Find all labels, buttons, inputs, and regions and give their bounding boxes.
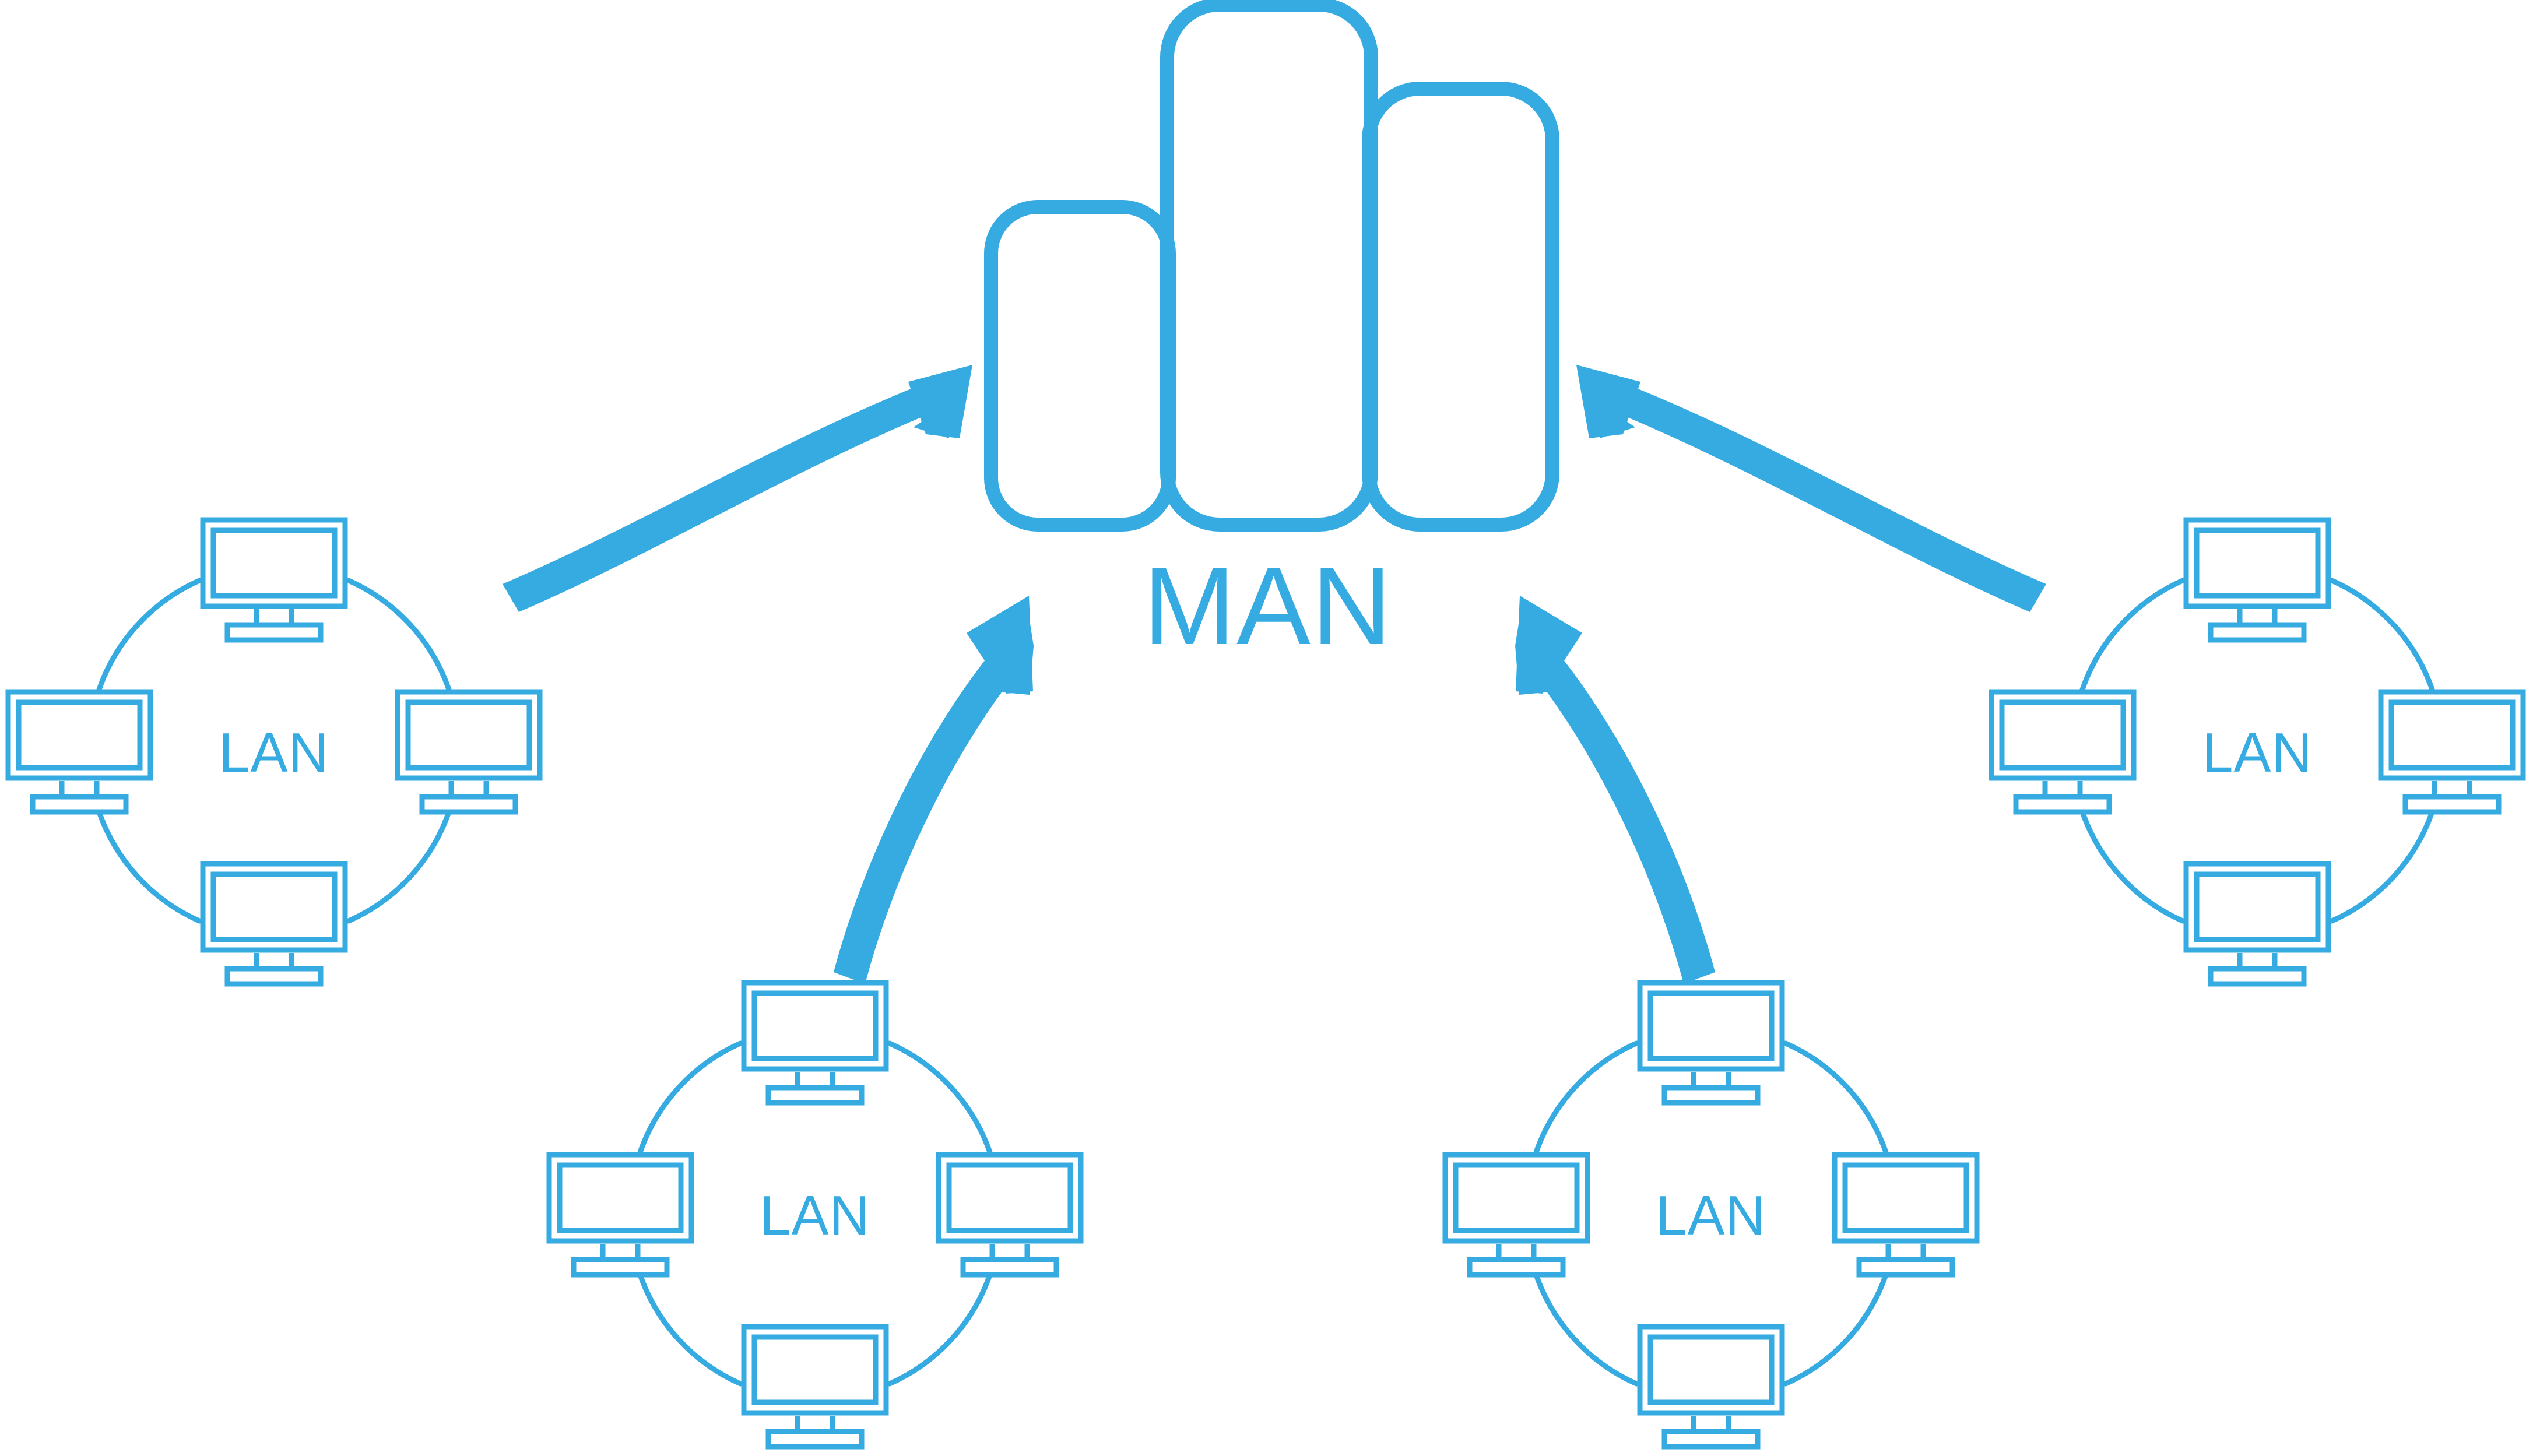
lan-label-bottom-left: LAN xyxy=(760,1184,870,1247)
lan-cluster-left: LAN xyxy=(8,520,540,984)
lan-cluster-bottom-right: LAN xyxy=(1445,983,1977,1447)
man-bar-tall-middle xyxy=(1160,0,1378,532)
man-bar-mid-right xyxy=(1362,82,1559,532)
lan-label-left: LAN xyxy=(219,722,329,784)
man-building-icon xyxy=(984,0,1559,532)
arrow-bottom-right-to-man xyxy=(1515,596,1715,984)
lan-cluster-right: LAN xyxy=(1991,520,2523,984)
lan-label-right: LAN xyxy=(2202,722,2313,784)
arrow-bottom-left-to-man xyxy=(834,596,1034,984)
man-hub: MAN xyxy=(984,0,1559,668)
arrow-left-to-man xyxy=(503,365,972,612)
man-bar-short-left xyxy=(984,200,1176,532)
lan-label-bottom-right: LAN xyxy=(1656,1184,1766,1247)
arrow-right-to-man xyxy=(1576,365,2046,612)
connection-arrows xyxy=(503,365,2046,984)
man-label: MAN xyxy=(1143,544,1393,668)
lan-cluster-bottom-left: LAN xyxy=(549,983,1081,1447)
